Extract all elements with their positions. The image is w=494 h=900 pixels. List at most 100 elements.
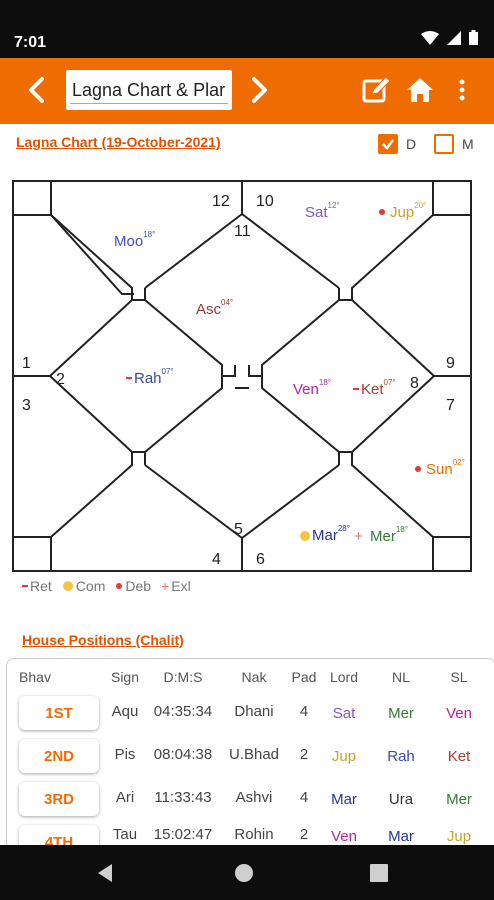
table-row: 1ST Aqu 04:35:34 Dhani 4 Sat Mer Ven <box>7 693 494 733</box>
header-nak: Nak <box>241 669 267 685</box>
checkmark-icon <box>382 139 394 150</box>
house-number-11: 11 <box>234 223 251 240</box>
cell-sign: Pis <box>114 746 136 763</box>
lagna-chart-title: Lagna Chart (19-October-2021) <box>16 134 221 150</box>
debilitated-icon <box>116 583 123 589</box>
cell-sign: Aqu <box>111 703 139 720</box>
checkbox-m[interactable] <box>434 134 454 154</box>
checkbox-m-label: M <box>462 136 474 152</box>
cell-lord: Jup <box>331 748 357 765</box>
house-number-7: 7 <box>446 397 455 414</box>
cell-nl: Rah <box>387 748 415 765</box>
cell-nak: Dhani <box>234 703 274 720</box>
legend-deb: Deb <box>115 578 151 594</box>
lagna-chart: 12 10 11 1 2 3 9 8 7 5 4 6 Moo18° Sat12°… <box>12 180 472 572</box>
chart-legend: Ret Com Deb +Exl <box>22 578 191 594</box>
header-nl: NL <box>392 669 410 685</box>
combust-marker <box>300 531 310 541</box>
cell-pad: 2 <box>299 826 309 843</box>
house-number-3: 3 <box>22 397 31 414</box>
cell-dms: 04:35:34 <box>153 703 213 720</box>
header-sign: Sign <box>110 669 140 685</box>
chevron-left-icon <box>29 77 44 103</box>
legend-ret-label: Ret <box>30 578 52 594</box>
debilitated-marker <box>379 209 385 215</box>
cell-pad: 2 <box>299 746 309 763</box>
legend-com: Com <box>62 578 106 594</box>
edit-button[interactable] <box>356 68 396 112</box>
checkbox-d-label: D <box>406 136 417 152</box>
cell-pad: 4 <box>299 703 309 720</box>
cell-nak: Rohin <box>234 826 274 843</box>
cell-sign: Tau <box>112 826 138 843</box>
recents-icon[interactable] <box>370 864 388 882</box>
planet-mar: Mar28° <box>312 524 350 544</box>
table-row: 4TH Tau 15:02:47 Rohin 2 Ven Mar Jup <box>7 822 494 849</box>
cell-sl: Mer <box>446 791 472 808</box>
status-icons <box>421 30 478 45</box>
header-dms: D:M:S <box>163 669 203 685</box>
cell-nak: Ashvi <box>235 789 273 806</box>
planet-ket: Ket07° <box>361 378 396 398</box>
house-number-1: 1 <box>22 355 31 372</box>
cell-pad: 4 <box>299 789 309 806</box>
cell-nak: U.Bhad <box>228 746 280 763</box>
next-button[interactable] <box>240 68 280 112</box>
home-icon <box>407 78 433 102</box>
legend-deb-label: Deb <box>125 578 152 594</box>
chevron-right-icon <box>252 77 267 103</box>
previous-button[interactable] <box>16 68 56 112</box>
planet-sun: Sun02° <box>426 458 465 478</box>
house-number-4: 4 <box>212 551 221 568</box>
house-positions-title: House Positions (Chalit) <box>22 632 184 648</box>
planet-moo: Moo18° <box>114 230 155 250</box>
exalted-icon: + <box>161 578 170 594</box>
cell-lord: Mar <box>331 791 357 808</box>
house-number-10: 10 <box>256 193 274 210</box>
cell-dms: 15:02:47 <box>153 826 213 843</box>
header-lord: Lord <box>329 669 359 685</box>
cell-sl: Jup <box>446 828 472 845</box>
exalted-marker: + <box>354 528 363 545</box>
wifi-icon <box>421 30 439 45</box>
cell-sl: Ven <box>446 705 472 722</box>
planet-asc: Asc04° <box>196 298 233 318</box>
house-number-6: 6 <box>256 551 265 568</box>
planet-ven: Ven18° <box>293 378 331 398</box>
header-bhav: Bhav <box>19 669 51 685</box>
back-icon[interactable] <box>96 863 114 883</box>
legend-exl: +Exl <box>161 578 191 594</box>
header-pad: Pad <box>291 669 317 685</box>
more-vertical-icon <box>459 79 465 101</box>
planet-rah: Rah07° <box>134 367 174 387</box>
legend-ret: Ret <box>22 578 52 594</box>
house-number-8: 8 <box>410 375 419 392</box>
cell-dms: 08:04:38 <box>153 746 213 763</box>
battery-icon <box>469 30 478 45</box>
bhav-button-3rd[interactable]: 3RD <box>19 782 99 816</box>
more-options-button[interactable] <box>442 68 482 112</box>
app-toolbar: Lagna Chart & Plar <box>0 58 494 124</box>
header-sl: SL <box>450 669 468 685</box>
home-button[interactable] <box>400 68 440 112</box>
legend-exl-label: Exl <box>171 578 191 594</box>
house-number-9: 9 <box>446 355 455 372</box>
planet-mer: Mer18° <box>370 525 408 545</box>
table-header: Bhav Sign D:M:S Nak Pad Lord NL SL <box>7 669 494 689</box>
chart-selector-field[interactable]: Lagna Chart & Plar <box>66 70 232 110</box>
home-circle-icon[interactable] <box>234 863 254 883</box>
planet-jup: Jup20° <box>390 201 426 221</box>
edit-icon <box>362 76 391 103</box>
cell-nl: Mer <box>388 705 414 722</box>
checkbox-d[interactable] <box>378 134 398 154</box>
planet-sat: Sat12° <box>305 201 340 221</box>
bhav-button-2nd[interactable]: 2ND <box>19 739 99 773</box>
status-bar: 7:01 <box>0 0 494 58</box>
cell-lord: Sat <box>332 705 356 722</box>
table-row: 3RD Ari 11:33:43 Ashvi 4 Mar Ura Mer <box>7 779 494 819</box>
combust-icon <box>62 581 73 591</box>
legend-com-label: Com <box>75 578 106 594</box>
debilitated-marker <box>415 466 421 472</box>
cell-sl: Ket <box>447 748 471 765</box>
bhav-button-1st[interactable]: 1ST <box>19 696 99 730</box>
